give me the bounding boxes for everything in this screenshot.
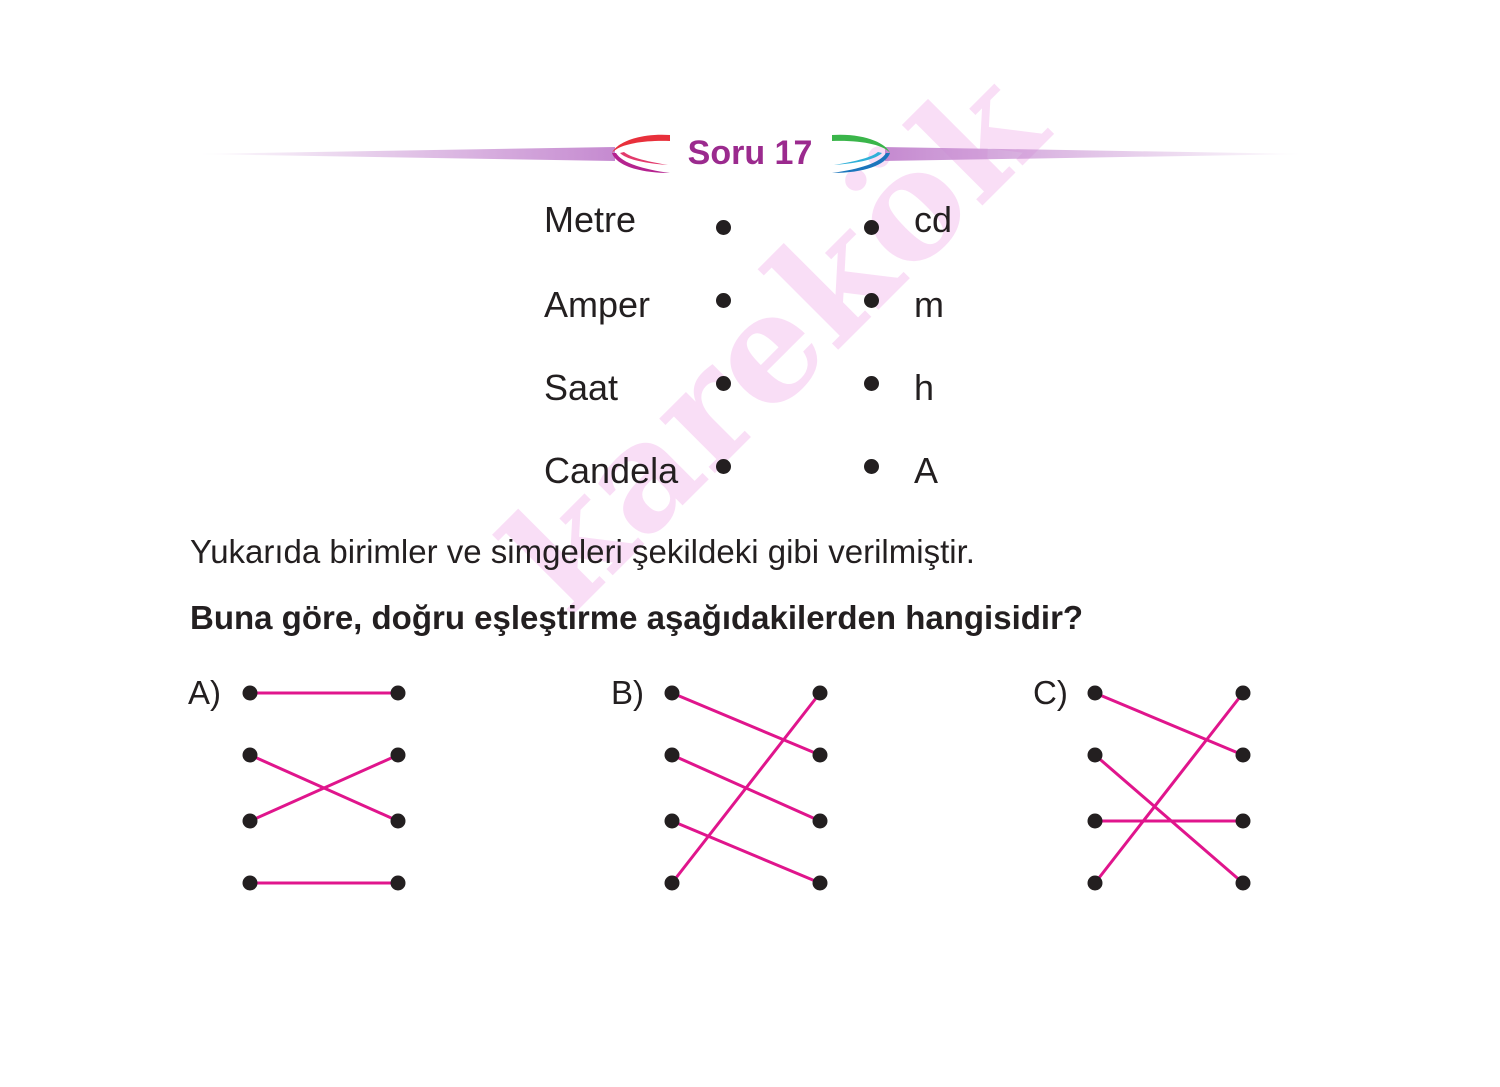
option-left-dot bbox=[664, 685, 680, 701]
left-item-candela: Candela bbox=[544, 450, 679, 491]
right-item-m: m bbox=[914, 284, 944, 325]
option-a-diagram[interactable] bbox=[240, 683, 406, 891]
right-dot bbox=[864, 220, 879, 235]
option-left-dot bbox=[1087, 813, 1103, 829]
option-right-dot bbox=[390, 875, 406, 891]
option-right-dot bbox=[812, 747, 828, 763]
connection-line bbox=[671, 819, 821, 885]
connection-line bbox=[1094, 753, 1244, 885]
right-item-a: A bbox=[914, 450, 939, 491]
option-right-dot bbox=[390, 747, 406, 763]
option-left-dot bbox=[664, 875, 680, 891]
right-dot bbox=[864, 459, 879, 474]
connection-line bbox=[1094, 691, 1244, 757]
connection-line bbox=[249, 753, 399, 823]
left-swoosh-icon bbox=[612, 134, 670, 173]
connection-line bbox=[1093, 692, 1245, 884]
question-text: Yukarıda birimler ve simgeleri şekildeki… bbox=[190, 533, 975, 570]
option-c-label[interactable]: C) bbox=[1033, 674, 1068, 711]
right-dot bbox=[864, 293, 879, 308]
option-right-dot bbox=[1235, 875, 1251, 891]
option-left-dot bbox=[664, 813, 680, 829]
connection-line bbox=[671, 691, 821, 757]
option-left-dot bbox=[1087, 685, 1103, 701]
left-item-metre: Metre bbox=[544, 199, 637, 240]
option-b-label[interactable]: B) bbox=[611, 674, 644, 711]
left-item-amper: Amper bbox=[544, 284, 651, 325]
option-a-label[interactable]: A) bbox=[188, 674, 221, 711]
option-right-dot bbox=[390, 813, 406, 829]
option-right-dot bbox=[1235, 747, 1251, 763]
connection-line bbox=[670, 692, 822, 884]
option-left-dot bbox=[242, 685, 258, 701]
left-item-saat: Saat bbox=[544, 367, 619, 408]
option-c-diagram[interactable] bbox=[1085, 683, 1251, 891]
question-prompt: Buna göre, doğru eşleştirme aşağıdakiler… bbox=[190, 599, 1084, 636]
right-swoosh-icon bbox=[832, 134, 890, 173]
left-dot bbox=[716, 293, 731, 308]
option-b-diagram[interactable] bbox=[662, 683, 828, 891]
left-dot bbox=[716, 459, 731, 474]
option-left-dot bbox=[242, 875, 258, 891]
option-right-dot bbox=[812, 875, 828, 891]
option-right-dot bbox=[812, 813, 828, 829]
right-dot bbox=[864, 376, 879, 391]
left-dot bbox=[716, 376, 731, 391]
option-right-dot bbox=[1235, 813, 1251, 829]
option-left-dot bbox=[1087, 747, 1103, 763]
right-item-cd: cd bbox=[914, 199, 953, 240]
option-left-dot bbox=[664, 747, 680, 763]
option-right-dot bbox=[1235, 685, 1251, 701]
right-item-h: h bbox=[914, 367, 935, 408]
option-right-dot bbox=[812, 685, 828, 701]
option-left-dot bbox=[242, 813, 258, 829]
option-left-dot bbox=[1087, 875, 1103, 891]
option-left-dot bbox=[242, 747, 258, 763]
question-title: Soru 17 bbox=[687, 134, 813, 172]
left-dot bbox=[716, 220, 731, 235]
header-bar bbox=[195, 147, 1305, 161]
option-right-dot bbox=[390, 685, 406, 701]
